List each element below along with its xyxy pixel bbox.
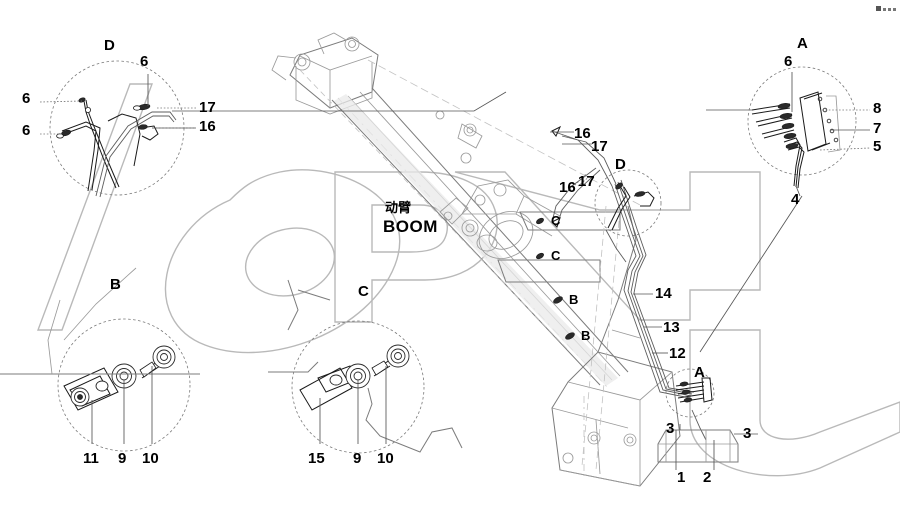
section-marker-c-upper: C [551,213,561,228]
corner-logo-mark [876,6,896,11]
watermark-opx [36,83,900,477]
detail-letter-d-mid: D [615,156,626,173]
callout-5-a: 5 [873,138,882,155]
clamp-fittings-main [536,217,575,340]
section-marker-c-lower: C [551,248,561,263]
callout-8-a: 8 [873,100,882,117]
detail-circle-b-left [0,267,200,452]
callout-4-a: 4 [791,191,800,208]
callout-9-b: 9 [118,450,127,467]
callout-6-d-top: 6 [140,53,149,70]
boom-label-chinese: 动臂 [385,200,412,215]
boom-main-outline [271,32,681,487]
detail-circle-a-mid [665,368,715,441]
section-marker-b-lower: B [581,328,591,343]
detail-letter-a-mid: A [694,364,705,381]
leaders-detail-b-left [91,366,153,444]
detail-circle-d-mid [594,169,662,263]
callout-16-mid-up: 16 [574,125,591,142]
callout-11: 11 [83,450,99,467]
leaders-detail-a-right [699,72,871,353]
callout-15: 15 [308,450,325,467]
hose-run-main [551,125,695,399]
callout-6-a: 6 [784,53,793,70]
callout-16-d: 16 [199,118,216,135]
detail-circle-a-right [747,66,857,189]
detail-circle-d-left [49,60,185,198]
section-marker-b-upper: B [569,292,579,307]
callout-3-right: 3 [743,425,752,442]
callout-16-mid: 16 [559,179,576,196]
callout-14: 14 [655,285,672,302]
callout-13: 13 [663,319,680,336]
callout-17-mid-up: 17 [591,138,608,155]
leaders-bottom-bracket [675,424,758,470]
callout-17-mid: 17 [578,173,595,190]
detail-circle-c-left [268,279,463,454]
callout-7-a: 7 [873,120,882,137]
callout-9-c: 9 [353,450,362,467]
detail-letter-d-left: D [104,37,115,54]
leaders-detail-c-left [319,366,387,444]
callout-1: 1 [677,469,686,486]
callout-6-d-bot: 6 [22,122,31,139]
detail-letter-b-left: B [110,276,121,293]
callout-10-c: 10 [377,450,394,467]
detail-letter-a-right: A [797,35,808,52]
leaders-detail-d-left [39,74,507,135]
callout-17-d: 17 [199,99,216,116]
callout-10-b: 10 [142,450,159,467]
callout-6-d-mid: 6 [22,90,31,107]
callout-2: 2 [703,469,712,486]
leaders-mid-callouts [550,131,668,354]
callout-3-left: 3 [666,420,675,437]
bottom-bracket-assembly [657,429,739,463]
boom-label-english: BOOM [383,217,438,236]
detail-letter-c-left: C [358,283,369,300]
callout-12: 12 [669,345,686,362]
